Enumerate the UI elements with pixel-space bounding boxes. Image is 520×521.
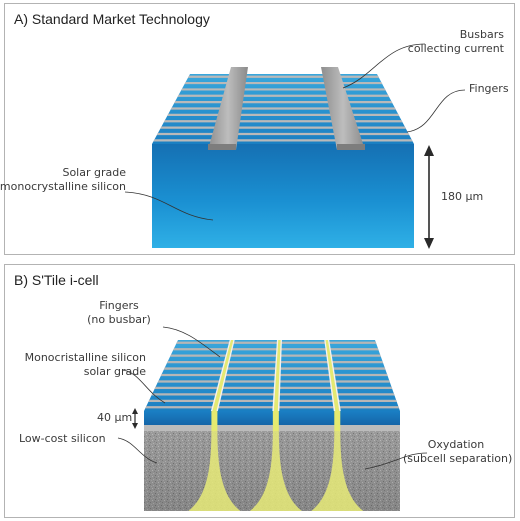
oxidation-stripe <box>273 340 281 411</box>
fingers-b-leader <box>162 326 221 358</box>
panel-stile-icell: B) S'Tile i-cell Fingers (no busbar) Mon… <box>4 264 515 518</box>
finger-line <box>160 126 406 129</box>
oxidation-plume <box>188 431 241 511</box>
fingers-b-label: Fingers (no busbar) <box>59 299 179 327</box>
icell-diagram <box>117 326 428 511</box>
finger-line <box>163 367 386 370</box>
finger-line <box>163 120 403 123</box>
panel-a-title: A) Standard Market Technology <box>14 11 210 27</box>
panel-b-title: B) S'Tile i-cell <box>14 272 99 288</box>
finger-line <box>173 348 379 351</box>
finger-line <box>170 107 396 110</box>
interface-layer <box>144 425 400 431</box>
silicon-label-line1: Solar grade <box>62 166 126 179</box>
finger-line <box>167 113 400 116</box>
oxidation-stripe <box>212 340 234 411</box>
silicon-leader <box>124 191 214 221</box>
finger-line <box>187 75 380 78</box>
finger-line <box>145 406 400 409</box>
lowcost-leader <box>117 437 158 464</box>
finger-line <box>154 386 393 390</box>
mono-label-line2: solar grade <box>83 365 146 378</box>
mono-label: Monocristalline silicon solar grade <box>25 351 146 379</box>
busbar-right-end <box>337 144 365 150</box>
mono-label-line1: Monocristalline silicon <box>24 351 146 364</box>
mono-silicon-front <box>144 411 400 425</box>
finger-line <box>166 360 384 364</box>
panel-standard-technology: A) Standard Market Technology Busbars co… <box>0 3 515 255</box>
finger-line <box>177 94 390 97</box>
oxidation-band <box>334 411 341 431</box>
finger-line <box>160 373 388 377</box>
oxidation-separations <box>188 340 364 511</box>
fingers-leader <box>406 89 466 133</box>
busbars-label: Busbars collecting current <box>408 28 504 56</box>
oxidation-plume <box>311 431 364 511</box>
oxidation-stripe <box>325 340 340 411</box>
finger-line <box>174 101 393 104</box>
finger-line <box>181 88 386 91</box>
busbars-label-line2: collecting current <box>407 42 504 55</box>
finger-line <box>148 399 397 402</box>
oxy-label-line1: Oxydation <box>427 438 485 451</box>
thickness-label-a: 180 µm <box>441 190 484 203</box>
busbars-leader <box>342 43 426 89</box>
thickness-arrow <box>424 145 434 249</box>
finger-line <box>156 132 410 136</box>
finger-line <box>169 354 381 357</box>
mono-leader <box>122 369 166 404</box>
silicon-label: Solar grade monocrystalline silicon <box>0 166 126 194</box>
oxidation-band <box>272 411 279 431</box>
busbar-left <box>208 67 248 150</box>
finger-line <box>176 341 377 344</box>
finger-line <box>153 139 413 142</box>
busbar-left-end <box>208 144 236 150</box>
oxy-leader <box>364 452 428 470</box>
oxy-label-line2: (subcell separation) <box>403 452 513 465</box>
oxidation-plume <box>249 431 302 511</box>
fingers-b-label-line2: (no busbar) <box>87 313 151 326</box>
fingers-label: Fingers <box>469 82 509 95</box>
finger-line <box>157 380 390 383</box>
thickness-label-b: 40 µm <box>97 411 133 424</box>
oxidation-band <box>211 411 218 431</box>
finger-line <box>151 393 395 396</box>
thickness-arrow-b <box>132 408 138 429</box>
busbars-label-line1: Busbars <box>459 28 504 41</box>
busbar-right <box>321 67 365 150</box>
silicon-label-line2: monocrystalline silicon <box>0 180 126 193</box>
fingers-b-label-line1: Fingers <box>99 299 139 312</box>
standard-cell-diagram <box>124 43 466 249</box>
wafer-front-face <box>152 144 414 248</box>
lowcost-label: Low-cost silicon <box>19 432 106 445</box>
oxy-label: Oxydation (subcell separation) <box>403 438 513 466</box>
